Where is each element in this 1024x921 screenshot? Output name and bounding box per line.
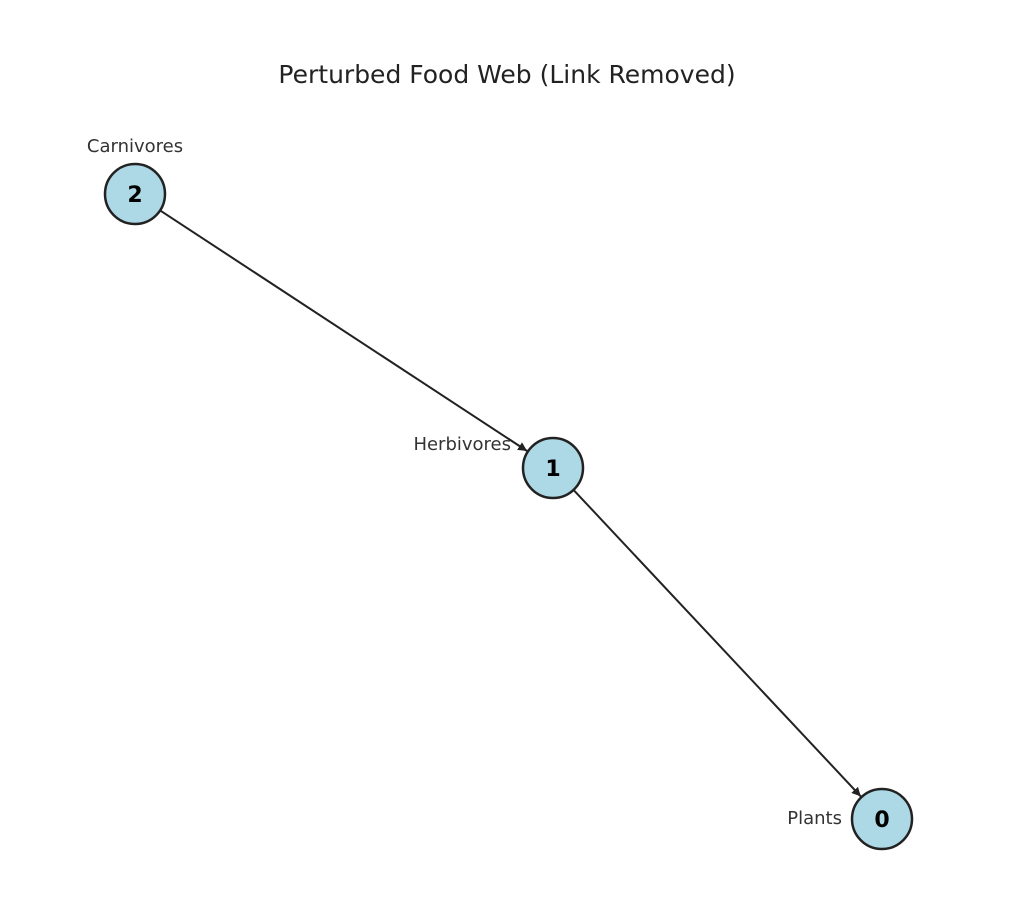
node-label: Herbivores <box>413 434 511 455</box>
node-plants: 0 Plants <box>787 787 914 851</box>
edge-2-to-1 <box>159 209 528 452</box>
node-carnivores: 2 Carnivores <box>87 136 183 226</box>
node-index: 0 <box>874 808 889 833</box>
diagram-title: Perturbed Food Web (Link Removed) <box>278 60 736 89</box>
node-circle <box>850 787 914 851</box>
node-circle <box>521 436 585 500</box>
node-index: 1 <box>545 457 560 482</box>
node-index: 2 <box>127 183 142 208</box>
node-label: Plants <box>787 808 842 829</box>
node-herbivores: 1 Herbivores <box>413 434 585 500</box>
node-label: Carnivores <box>87 136 183 157</box>
edge-1-to-0 <box>572 489 862 798</box>
node-circle <box>103 162 167 226</box>
